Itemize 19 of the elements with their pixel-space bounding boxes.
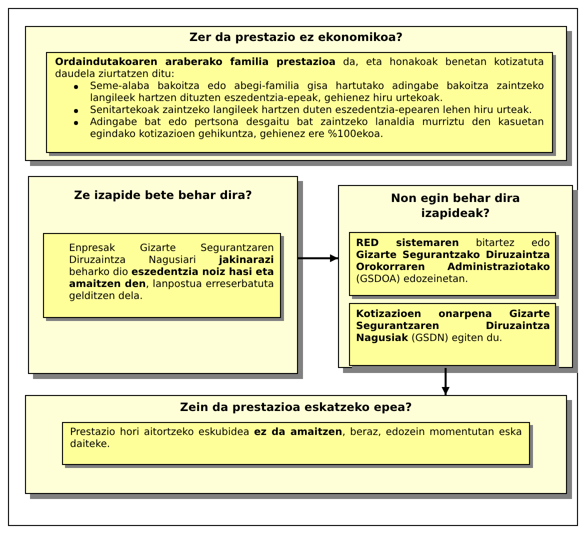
- bullet-text: Senitartekoak zaintzeko langileek hartzen duten eszedentzia-epearen lehen hiru urteak.: [90, 105, 534, 117]
- bullet-text: Seme-alaba bakoitza edo abegi-familia gisa hartutako adingabe bakoitza zaintzeko langileek hartzen dituzten eszedentzia-epeak, gehienez hiru urtekoak.: [90, 81, 544, 105]
- arrow: [442, 368, 450, 395]
- panel-heading: Non egin behar dira izapideak?: [390, 191, 522, 221]
- body-text: RED sistemaren bitartez edo Gizarte Segurantzako Diruzaintza Orokorraren Administraziotako (GSDOA) edozeinetan.: [356, 238, 550, 286]
- info-box: [349, 232, 556, 296]
- body-text: Prestazio hori aitortzeko eskubidea ez da amaitzen, beraz, edozein momentutan eska daiteke.: [70, 427, 522, 451]
- info-box: [43, 233, 281, 318]
- panel-heading: Zein da prestazioa eskatzeko epea?: [180, 400, 412, 415]
- info-box: [46, 52, 553, 153]
- panel-heading: Zer da prestazio ez ekonomikoa?: [189, 30, 403, 45]
- info-box: [349, 303, 556, 366]
- arrow: [298, 254, 338, 262]
- info-box: [62, 422, 530, 465]
- bullet-text: Adingabe bat edo pertsona desgaitu bat zaintzeko lanaldia murriztu den kasuetan egindako kotizazioen gehikuntza, gehienez ere %100ekoa.: [90, 117, 544, 141]
- body-text: Ordaindutakoaren araberako familia prestazioa da, eta honakoak benetan kotizatuta daudela ziurtatzen ditu:: [55, 57, 544, 81]
- body-text: Kotizazioen onarpena Gizarte Segurantzaren Diruzaintza Nagusiak (GSDN) egiten du.: [356, 309, 550, 345]
- panel-heading: Ze izapide bete behar dira?: [74, 188, 252, 203]
- body-text: Enpresak Gizarte Segurantzaren Diruzaintza Nagusiari jakinarazi beharko dio eszedentzia noiz hasi eta amaitzen den, lanpostua erreserbatuta gelditzen dela.: [69, 243, 274, 303]
